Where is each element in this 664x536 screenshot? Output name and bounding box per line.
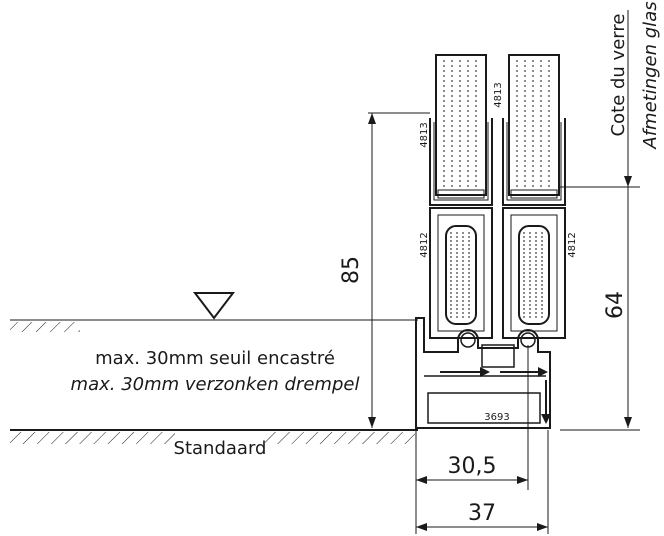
profile-label-4813-left: 4813 <box>419 122 430 147</box>
threshold-text-nl: max. 30mm verzonken drempel <box>71 374 360 395</box>
dimension-37-label: 37 <box>468 501 496 526</box>
roller-right <box>518 225 550 325</box>
dimension-30-5: 30,5 <box>415 345 529 534</box>
dimension-85: 85 <box>339 112 430 428</box>
profile-label-4812-left: 4812 <box>419 232 430 257</box>
glass-size-nl: Afmetingen glas <box>640 1 661 149</box>
drain-arrows <box>440 367 551 424</box>
glass-pane-left <box>435 54 487 196</box>
profile-4812-left <box>429 207 493 339</box>
finished-floor <box>10 429 418 444</box>
roller-left <box>445 225 477 325</box>
dimension-30-5-label: 30,5 <box>448 454 497 479</box>
profile-label-4812-right: 4812 <box>567 232 578 257</box>
profile-4812-right <box>502 207 566 339</box>
profile-4813-left <box>429 118 493 206</box>
profile-label-3693: 3693 <box>484 412 509 423</box>
threshold-level <box>10 292 418 332</box>
profile-label-4813-right: 4813 <box>493 82 504 107</box>
profile-3693 <box>415 317 551 429</box>
dimension-64: 64 <box>560 176 640 431</box>
dimension-85-label: 85 <box>339 256 364 284</box>
glass-pane-right <box>508 54 560 196</box>
profile-4813-right <box>502 118 566 206</box>
standard-label: Standaard <box>174 438 267 459</box>
dimension-64-label: 64 <box>603 291 628 319</box>
dimension-37: 37 <box>416 430 549 534</box>
threshold-text-fr: max. 30mm seuil encastré <box>95 348 335 369</box>
level-triangle-icon <box>192 292 236 320</box>
glass-size-fr: Cote du verre <box>608 14 629 137</box>
glass-size-labels: Cote du verre Afmetingen glas <box>608 1 661 180</box>
